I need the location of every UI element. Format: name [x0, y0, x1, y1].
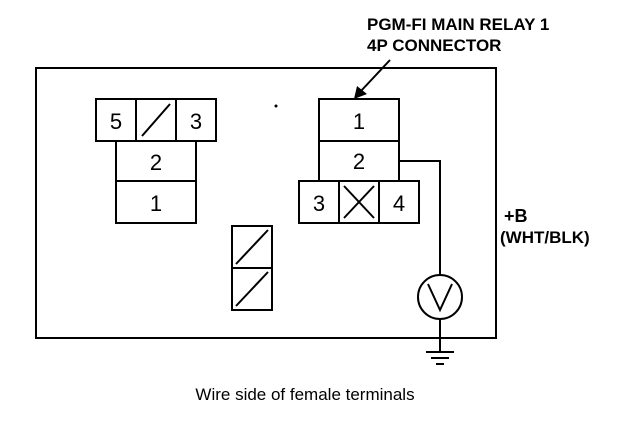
left-pin-5: 5 — [110, 109, 122, 134]
right-pin-2: 2 — [353, 149, 365, 174]
voltmeter-icon — [417, 274, 463, 320]
wire-color-label: (WHT/BLK) — [500, 228, 590, 247]
battery-label: +B — [504, 206, 528, 226]
right-pin-4: 4 — [393, 191, 405, 216]
right-pin-1: 1 — [353, 109, 365, 134]
callout-arrow — [354, 59, 391, 99]
left-connector: 5 3 2 1 — [95, 98, 217, 224]
left-pin-3: 3 — [190, 109, 202, 134]
blank-cavity-stack — [231, 225, 273, 311]
probe-wire — [398, 160, 441, 274]
ground-icon — [426, 351, 454, 365]
stray-dot — [274, 104, 278, 108]
callout-subtitle: 4P CONNECTOR — [367, 36, 501, 55]
right-connector: 1 2 3 4 — [298, 98, 420, 224]
diagram-caption: Wire side of female terminals — [195, 385, 414, 404]
connector-frame — [35, 67, 497, 339]
left-pin-1: 1 — [150, 191, 162, 216]
right-pin-3: 3 — [313, 191, 325, 216]
left-pin-2: 2 — [150, 150, 162, 175]
callout-title: PGM-FI MAIN RELAY 1 — [367, 15, 549, 34]
